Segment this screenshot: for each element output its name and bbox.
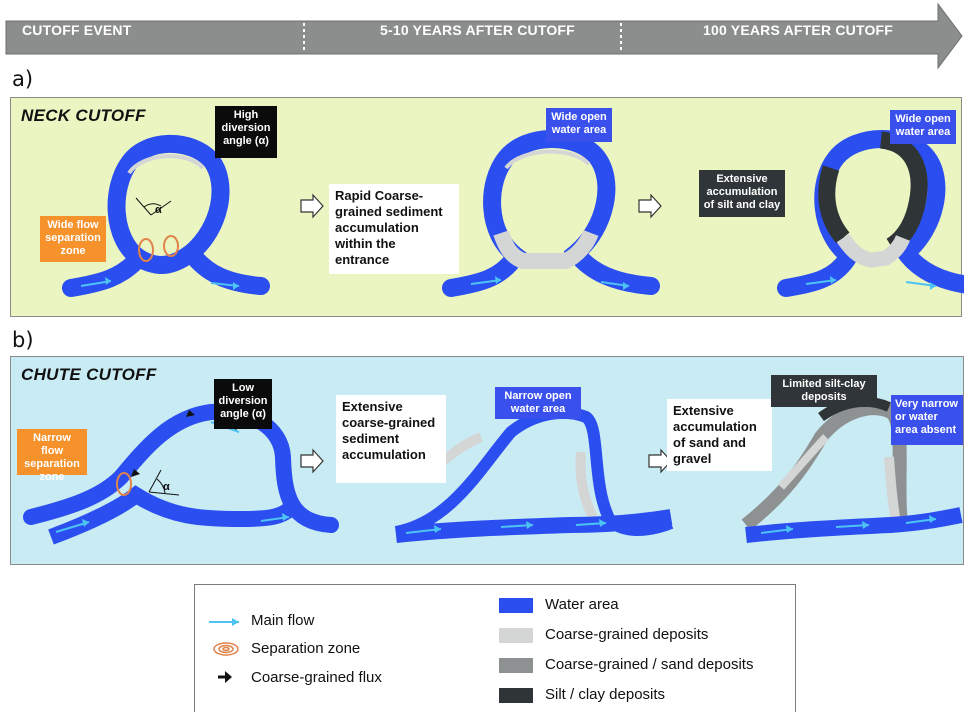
label-wide-open-water-2: Wide open water area [890,110,956,144]
legend-coarse-flux: Coarse-grained flux [251,669,382,686]
chute-stage-3 [741,396,963,543]
label-extensive-silt-clay: Extensive accumulation of silt and clay [699,170,785,217]
legend: Main flow Separation zone Coarse-grained… [194,584,796,712]
coarse-flux-arrow-icon [218,671,232,683]
label-narrow-open-water: Narrow open water area [495,387,581,419]
neck-loop-stage-2 [442,130,660,297]
label-limited-silt-clay: Limited silt-clay deposits [771,375,877,407]
legend-symbols [209,618,239,683]
legend-water-area: Water area [545,596,619,613]
chute-stage-1 [23,403,339,545]
alpha-label-b: α [163,481,170,493]
legend-water-swatch [499,598,533,613]
legend-coarse-sand-deposits: Coarse-grained / sand deposits [545,656,754,673]
panel-chute-cutoff: CHUTE CUTOFF [10,356,964,565]
legend-silt-swatch [499,688,533,703]
panel-a-letter: a) [12,67,34,91]
legend-separation-zone: Separation zone [251,640,361,657]
legend-coarse-sand-swatch [499,658,533,673]
panel-b-title: CHUTE CUTOFF [21,365,157,384]
text-extensive-sand-gravel: Extensive accumulation of sand and grave… [667,399,772,471]
neck-cutoff-diagram [62,130,964,297]
text-extensive-coarse-accumulation: Extensive coarse-grained sediment accumu… [336,395,446,483]
timeline-stage-cutoff-event: CUTOFF EVENT [22,22,132,38]
chute-cutoff-diagram [23,396,963,545]
neck-loop-stage-1 [62,134,270,297]
label-low-diversion-angle: Low diversion angle (α) [214,379,272,429]
timeline: CUTOFF EVENT 5-10 YEARS AFTER CUTOFF 100… [0,0,964,70]
label-very-narrow-water: Very narrow or water area absent [891,395,963,445]
separation-zone-icon [213,642,239,656]
timeline-stage-100-years: 100 YEARS AFTER CUTOFF [703,22,894,38]
panel-neck-cutoff: NECK CUTOFF [10,97,964,317]
label-high-diversion-angle: High diversion angle (α) [215,106,277,158]
panel-b-letter: b) [12,328,34,352]
stage-arrow-b1 [300,448,324,474]
stage-arrow-a1 [300,193,324,219]
legend-coarse-swatch [499,628,533,643]
stage-arrow-a2 [638,193,662,219]
label-wide-open-water-1: Wide open water area [546,108,612,142]
label-narrow-flow-separation: Narrow flow separation zone [17,429,87,483]
neck-loop-stage-3 [777,130,964,297]
label-wide-flow-separation: Wide flow separation zone [40,216,106,262]
legend-coarse-deposits: Coarse-grained deposits [545,626,709,643]
alpha-label-a: α [155,204,162,216]
timeline-arrow [5,2,963,70]
panel-a-title: NECK CUTOFF [21,106,146,125]
stage-arrow-b2 [648,448,672,474]
text-rapid-coarse-accumulation: Rapid Coarse-grained sediment accumulati… [329,184,459,274]
legend-main-flow: Main flow [251,612,315,629]
timeline-stage-5-10-years: 5-10 YEARS AFTER CUTOFF [380,22,575,38]
legend-silt-clay-deposits: Silt / clay deposits [545,686,666,703]
